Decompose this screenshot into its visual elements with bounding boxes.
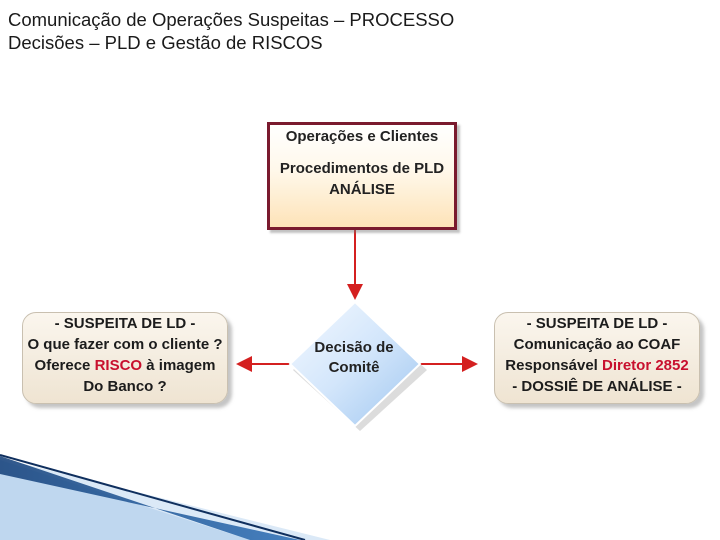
decision-diamond	[288, 300, 427, 431]
arrow-right	[420, 356, 478, 372]
title-line-2: Decisões – PLD e Gestão de RISCOS	[8, 32, 323, 53]
left-risk-highlight: RISCO	[94, 357, 143, 374]
process-box: Operações e Clientes Procedimentos de PL…	[267, 122, 457, 230]
arrow-down	[347, 228, 363, 300]
right-line-2-prefix: Responsável	[505, 357, 598, 374]
right-heading: - SUSPEITA DE LD -	[526, 315, 668, 332]
title-line-1: Comunicação de Operações Suspeitas – PRO…	[8, 9, 455, 30]
right-line-3: - DOSSIÊ DE ANÁLISE -	[512, 378, 682, 395]
process-line-2: Procedimentos de PLD	[279, 160, 445, 177]
right-director-highlight: Diretor 2852	[602, 357, 689, 374]
arrow-left	[236, 356, 292, 372]
decision-label: Decisão de Comitê	[290, 338, 418, 378]
right-line-2: Responsável Diretor 2852	[475, 357, 719, 374]
right-line-1: Comunicação ao COAF	[513, 336, 681, 353]
page-title: Comunicação de Operações Suspeitas – PRO…	[8, 8, 454, 54]
left-line-2-prefix: Oferece	[34, 357, 91, 374]
left-line-1: O que fazer com o cliente ?	[27, 336, 223, 353]
process-line-3: ANÁLISE	[329, 181, 395, 198]
decision-line-1: Decisão de	[314, 339, 394, 356]
left-heading: - SUSPEITA DE LD -	[54, 315, 196, 332]
coaf-communication-box: - SUSPEITA DE LD - Comunicação ao COAF R…	[494, 312, 700, 404]
risk-question-box: - SUSPEITA DE LD - O que fazer com o cli…	[22, 312, 228, 404]
left-line-3: Do Banco ?	[83, 378, 167, 395]
decision-line-2: Comitê	[328, 359, 380, 376]
left-line-2: Oferece RISCO à imagem	[3, 357, 247, 374]
left-line-2-suffix: à imagem	[146, 357, 216, 374]
corner-decoration	[0, 454, 330, 540]
process-line-1: Operações e Clientes	[285, 128, 439, 145]
